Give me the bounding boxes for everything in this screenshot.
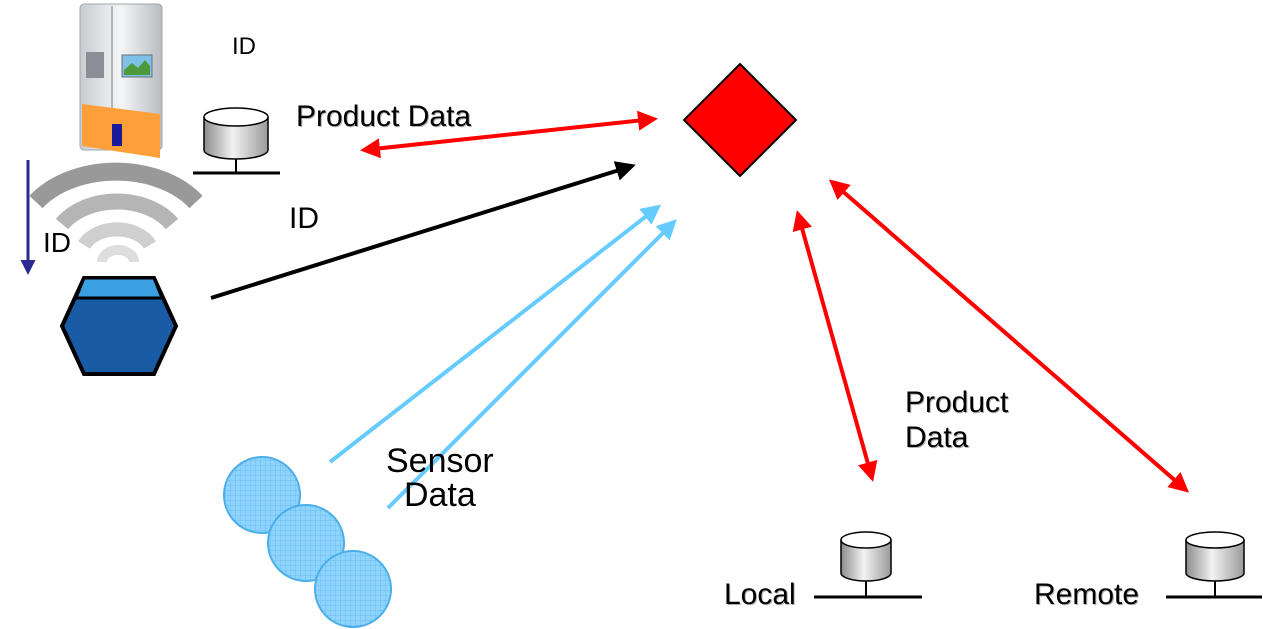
label-id-left: ID bbox=[43, 227, 71, 258]
local-database-icon bbox=[814, 531, 922, 599]
sensor-node-icon bbox=[223, 456, 392, 628]
reader-hexagon-icon bbox=[59, 276, 179, 376]
refrigerator-icon bbox=[79, 3, 163, 158]
label-id-top: ID bbox=[232, 33, 256, 60]
database-icon bbox=[193, 107, 280, 175]
label-id-mid: ID bbox=[289, 202, 319, 235]
label-remote: Remote bbox=[1034, 578, 1140, 611]
arrow-sensor-data-2 bbox=[386, 219, 677, 510]
label-sensor-data: Sensor Data bbox=[386, 442, 494, 514]
label-product-data-local: Product Data bbox=[905, 386, 1009, 454]
arrow-product-data-top bbox=[360, 110, 658, 159]
arrow-sensor-data-1 bbox=[328, 204, 662, 464]
remote-database-icon bbox=[1166, 531, 1262, 599]
wireless-signal-icon bbox=[29, 162, 203, 263]
arrow-product-data-local bbox=[792, 210, 878, 482]
label-product-data: Product Data bbox=[296, 100, 472, 133]
arrow-id-reader-to-hub bbox=[210, 161, 636, 300]
arrow-product-data-remote bbox=[828, 179, 1190, 493]
label-local: Local bbox=[724, 578, 796, 611]
diamond-hub-icon bbox=[682, 62, 798, 178]
